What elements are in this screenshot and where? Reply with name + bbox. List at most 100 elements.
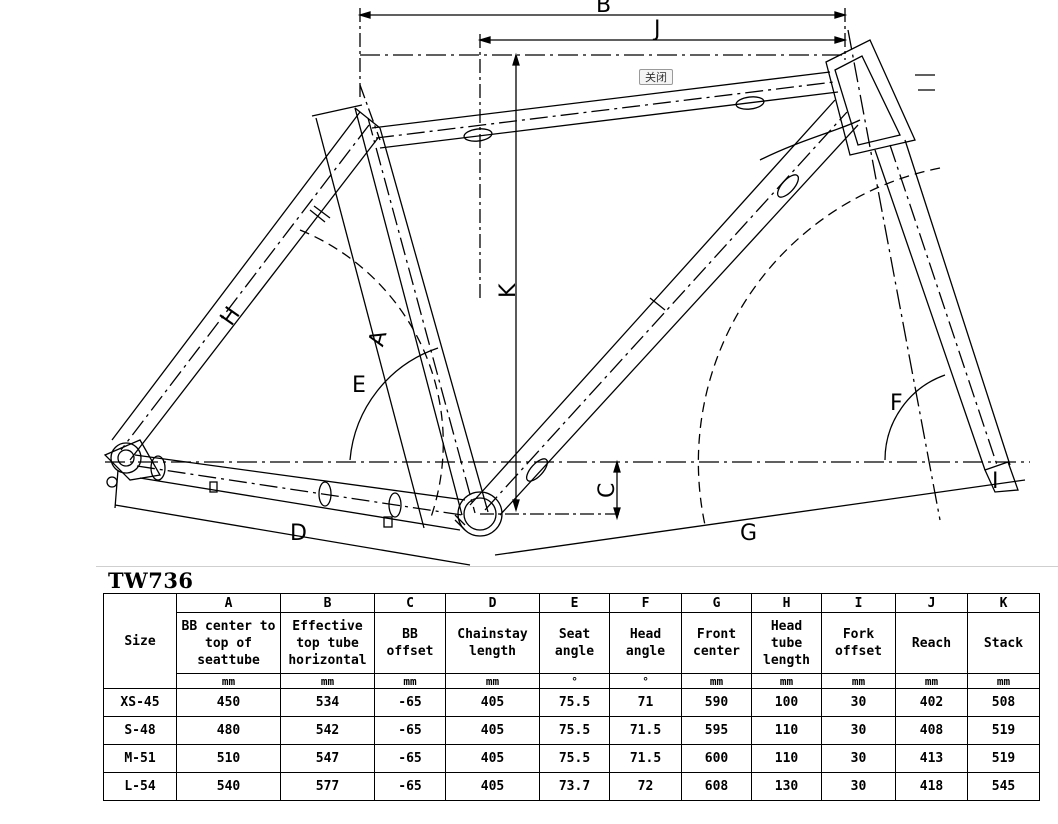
label-i: I	[992, 469, 999, 494]
value-cell: 402	[895, 688, 968, 717]
value-cell: 595	[681, 716, 752, 745]
dimension-j: J	[477, 17, 848, 300]
value-cell: 590	[681, 688, 752, 717]
value-cell: 608	[681, 772, 752, 801]
value-cell: 405	[445, 744, 540, 773]
label-h: H	[216, 303, 246, 331]
column-letter: D	[445, 593, 540, 613]
value-cell: -65	[374, 744, 446, 773]
head-angle-arc: F	[697, 167, 946, 526]
value-cell: 519	[967, 744, 1040, 773]
size-cell: XS-45	[103, 688, 177, 717]
column-unit: mm	[967, 673, 1040, 689]
label-e: E	[352, 373, 366, 398]
column-header: Stack	[967, 612, 1040, 674]
column-unit: mm	[821, 673, 896, 689]
size-cell: S-48	[103, 716, 177, 745]
column-letter: G	[681, 593, 752, 613]
head-tube	[825, 29, 941, 521]
rear-dropout	[103, 439, 166, 488]
value-cell: 405	[445, 716, 540, 745]
value-cell: 73.7	[539, 772, 610, 801]
column-letter: F	[609, 593, 682, 613]
size-header: Size	[103, 593, 177, 689]
section-divider	[96, 566, 1058, 567]
label-d: D	[290, 521, 307, 546]
value-cell: 547	[280, 744, 375, 773]
value-cell: -65	[374, 688, 446, 717]
column-unit: mm	[751, 673, 822, 689]
value-cell: 545	[967, 772, 1040, 801]
label-a: A	[364, 328, 392, 349]
bottom-bracket	[454, 491, 503, 537]
column-header: Reach	[895, 612, 968, 674]
value-cell: 508	[967, 688, 1040, 717]
value-cell: 405	[445, 688, 540, 717]
value-cell: 75.5	[539, 744, 610, 773]
value-cell: 510	[176, 744, 281, 773]
label-c: C	[595, 483, 620, 498]
size-cell: M-51	[103, 744, 177, 773]
label-k: K	[496, 283, 521, 298]
size-cell: L-54	[103, 772, 177, 801]
value-cell: 30	[821, 744, 896, 773]
column-unit: mm	[445, 673, 540, 689]
column-letter: H	[751, 593, 822, 613]
value-cell: 480	[176, 716, 281, 745]
value-cell: 71.5	[609, 716, 682, 745]
seat-stays	[111, 111, 379, 461]
dimension-c: C	[595, 459, 621, 521]
column-unit: mm	[280, 673, 375, 689]
column-unit: mm	[176, 673, 281, 689]
dimension-b: B	[357, 0, 848, 100]
value-cell: 71	[609, 688, 682, 717]
value-cell: 75.5	[539, 688, 610, 717]
value-cell: 542	[280, 716, 375, 745]
model-title: TW736	[108, 568, 194, 593]
value-cell: 577	[280, 772, 375, 801]
dimension-g: G	[494, 479, 1026, 556]
dimension-a: A	[311, 104, 425, 529]
column-unit: mm	[895, 673, 968, 689]
column-letter: A	[176, 593, 281, 613]
dimension-d: D	[114, 469, 471, 566]
value-cell: 75.5	[539, 716, 610, 745]
value-cell: 405	[445, 772, 540, 801]
top-tube	[371, 71, 839, 149]
value-cell: 110	[751, 744, 822, 773]
value-cell: 130	[751, 772, 822, 801]
close-button[interactable]: 关闭	[639, 69, 673, 85]
down-tube	[469, 99, 861, 516]
column-unit: mm	[374, 673, 446, 689]
value-cell: 418	[895, 772, 968, 801]
value-cell: 110	[751, 716, 822, 745]
value-cell: 71.5	[609, 744, 682, 773]
column-letter: K	[967, 593, 1040, 613]
value-cell: 540	[176, 772, 281, 801]
column-unit: °	[539, 673, 610, 689]
value-cell: 30	[821, 716, 896, 745]
seat-angle-arc: E	[299, 229, 444, 521]
value-cell: 519	[967, 716, 1040, 745]
label-j: J	[652, 17, 661, 42]
column-unit: °	[609, 673, 682, 689]
value-cell: 534	[280, 688, 375, 717]
value-cell: 100	[751, 688, 822, 717]
column-letter: J	[895, 593, 968, 613]
label-g: G	[740, 521, 757, 546]
value-cell: 413	[895, 744, 968, 773]
column-letter: I	[821, 593, 896, 613]
value-cell: 72	[609, 772, 682, 801]
value-cell: 600	[681, 744, 752, 773]
label-b: B	[596, 0, 611, 18]
